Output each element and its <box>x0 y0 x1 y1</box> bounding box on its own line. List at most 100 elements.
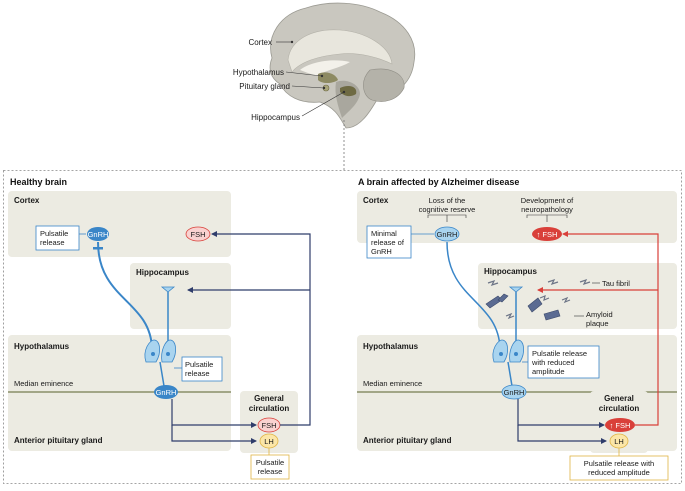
healthy-fsh-to-cortex <box>211 231 311 426</box>
ad-hypo-note-box <box>527 345 600 379</box>
healthy-title: Healthy brain <box>10 177 67 187</box>
healthy-cortex-axon <box>97 241 153 349</box>
healthy-hippocampus-label: Hippocampus <box>136 268 189 277</box>
ad-hypothalamus-label: Hypothalamus <box>363 342 419 351</box>
ad-hippo-receptor <box>508 286 524 293</box>
ad-hippocampus-region <box>478 263 677 329</box>
ad-loss-reserve-line2: cognitive reserve <box>419 205 476 214</box>
ad-median-eminence-label: Median eminence <box>363 379 422 388</box>
ad-minimal-note-line1: Minimal <box>371 229 397 238</box>
ad-cortex-gnrh-node <box>434 226 460 242</box>
cortex-leader-dot <box>290 40 294 44</box>
healthy-anterior-pituitary-label: Anterior pituitary gland <box>14 436 103 445</box>
pituitary-leader <box>291 85 325 89</box>
healthy-cortex-gnrh-label: GnRH <box>88 230 109 239</box>
ad-neuropathology-line1: Development of <box>521 196 574 205</box>
healthy-hypo-axon <box>159 361 165 387</box>
ad-minimal-note-box <box>366 225 412 259</box>
ad-tau-fibrils <box>487 278 591 320</box>
healthy-me-gnrh-label: GnRH <box>156 388 177 397</box>
ad-loss-reserve-line1: Loss of the <box>429 196 466 205</box>
ad-amyloid-line2: plaque <box>586 319 609 328</box>
healthy-me-gnrh-node <box>154 385 178 399</box>
brain-label-hippocampus: Hippocampus <box>251 113 300 122</box>
healthy-arrow-to-lh <box>171 425 257 444</box>
ad-arrow-to-lh <box>517 425 607 444</box>
ad-title: A brain affected by Alzheimer disease <box>358 177 519 187</box>
ad-minimal-note-line2: release of <box>371 238 405 247</box>
hippocampus-region <box>340 86 357 97</box>
ad-circ-fsh-label: ↑ FSH <box>610 421 631 430</box>
brain-label-cortex: Cortex <box>248 38 272 47</box>
ad-neuropathology-bracket <box>526 214 568 222</box>
ad-neuropathology-line2: neuropathology <box>521 205 573 214</box>
healthy-hippo-receptor <box>160 286 176 293</box>
ad-neuron-body-2 <box>509 339 524 363</box>
hippocampus-leader-dot <box>342 90 346 94</box>
healthy-general-circulation-line2: circulation <box>249 404 290 413</box>
brain-illustration: Cortex Hypothalamus Pituitary gland Hipp… <box>233 2 416 129</box>
healthy-cortex-fsh-label: FSH <box>191 230 206 239</box>
brain-label-hypothalamus: Hypothalamus <box>233 68 284 77</box>
ad-cortex-axon <box>446 241 501 349</box>
healthy-hypo-note-line2: release <box>185 369 210 378</box>
cerebellum <box>363 68 405 102</box>
pituitary-leader-dot <box>322 86 326 90</box>
ad-me-gnrh-node <box>501 384 527 400</box>
healthy-cortex-note-box <box>35 225 80 251</box>
healthy-cortex-note-line1: Pulsatile <box>40 229 68 238</box>
ad-lh-note-line2: reduced amplitude <box>588 468 650 477</box>
healthy-neuron-body-1 <box>144 339 160 363</box>
ad-amyloid-line1: Amyloid <box>586 310 613 319</box>
healthy-neuron-nucleus-2 <box>166 352 170 356</box>
healthy-hypothalamus-region <box>8 335 231 451</box>
ad-circ-fsh-node <box>605 418 635 432</box>
healthy-circ-lh-label: LH <box>264 437 274 446</box>
ad-hypo-note-line2: with reduced <box>531 358 575 367</box>
ad-lh-note-line1: Pulsatile release with <box>584 459 654 468</box>
healthy-hypo-note-box <box>181 356 223 382</box>
ad-neuron-nucleus-1 <box>499 352 503 356</box>
hypothalamus-leader <box>285 71 323 77</box>
healthy-neuron-body-2 <box>161 339 176 363</box>
ventricle <box>300 60 350 76</box>
healthy-neuron-nucleus-1 <box>151 352 155 356</box>
ad-neuron-body-1 <box>492 339 508 363</box>
ad-circ-lh-label: LH <box>614 437 624 446</box>
ad-lh-note-box <box>569 455 669 481</box>
healthy-cortex-fsh-node <box>185 226 211 242</box>
healthy-hypo-note-line1: Pulsatile <box>185 360 213 369</box>
hypothalamus-leader-dot <box>320 74 324 78</box>
ad-cortex-gnrh-label: GnRH <box>437 230 458 239</box>
ad-panel: A brain affected by Alzheimer disease Co… <box>357 177 677 481</box>
ad-loss-reserve-bracket <box>427 214 467 222</box>
ad-general-circulation-line2: circulation <box>599 404 640 413</box>
corpus-callosum <box>287 29 393 73</box>
ad-hypo-note-line3: amplitude <box>532 367 565 376</box>
ad-hypo-axon <box>507 361 513 387</box>
healthy-general-circulation-line1: General <box>254 394 284 403</box>
healthy-lh-note-box <box>250 454 290 480</box>
healthy-cortex-gnrh-node <box>87 227 109 241</box>
ad-hippocampus-label: Hippocampus <box>484 267 537 276</box>
ad-minimal-note-line3: GnRH <box>371 247 392 256</box>
hypothalamus-region <box>318 72 338 83</box>
healthy-hippocampus-region <box>130 263 231 329</box>
ad-neuron-nucleus-2 <box>514 352 518 356</box>
ad-amyloid-plaques <box>485 293 561 321</box>
healthy-circ-fsh-label: FSH <box>262 421 277 430</box>
healthy-lh-note-line1: Pulsatile <box>256 458 284 467</box>
outer-dashed-frame <box>3 170 682 484</box>
ad-hypo-note-line1: Pulsatile release <box>532 349 587 358</box>
ad-cortex-fsh-label: ↑ FSH <box>537 230 558 239</box>
healthy-median-eminence-label: Median eminence <box>14 379 73 388</box>
healthy-panel: Healthy brain Cortex Hippocampus Hypotha… <box>8 177 311 480</box>
ad-anterior-pituitary-label: Anterior pituitary gland <box>363 436 452 445</box>
hippocampus-leader <box>301 91 345 117</box>
healthy-cortex-terminal <box>93 247 103 250</box>
ad-cortex-fsh-node <box>532 227 562 241</box>
healthy-lh-note-line2: release <box>258 467 283 476</box>
healthy-cortex-label: Cortex <box>14 196 40 205</box>
